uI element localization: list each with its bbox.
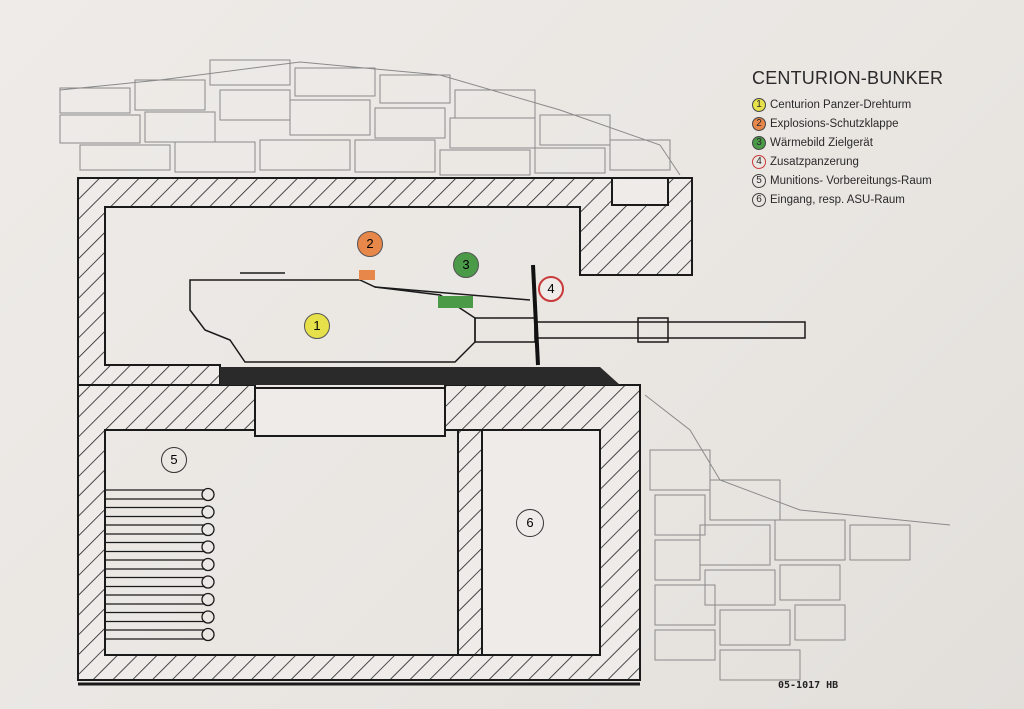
- rock-layer-right: [644, 394, 951, 681]
- bunker-walls: [77, 177, 693, 686]
- marker-6: 6: [516, 509, 544, 537]
- legend-label: Wärmebild Zielgerät: [770, 136, 873, 149]
- diagram-title: CENTURION-BUNKER: [752, 68, 944, 88]
- legend: CENTURION-BUNKER 1 Centurion Panzer-Dreht…: [752, 68, 943, 209]
- legend-item: 2 Explosions-Schutzklappe: [752, 114, 943, 133]
- rock-layer-top: [59, 59, 681, 176]
- legend-label: Munitions- Vorbereitungs-Raum: [770, 174, 932, 187]
- ammo-round: [201, 505, 215, 519]
- marker-1: 1: [304, 313, 330, 339]
- legend-item: 3 Wärmebild Zielgerät: [752, 133, 943, 152]
- legend-label: Eingang, resp. ASU-Raum: [770, 193, 905, 206]
- legend-label: Zusatzpanzerung: [770, 155, 859, 168]
- legend-item: 5 Munitions- Vorbereitungs-Raum: [752, 171, 943, 190]
- ammo-round: [201, 487, 215, 502]
- thermal-sight: [438, 296, 473, 308]
- legend-number: 6: [752, 192, 766, 207]
- marker-5: 5: [161, 447, 187, 473]
- ammo-round: [201, 575, 215, 589]
- legend-number: 1: [752, 97, 766, 112]
- legend-label: Centurion Panzer-Drehturm: [770, 98, 912, 111]
- turret: [189, 272, 806, 363]
- legend-item: 1 Centurion Panzer-Drehturm: [752, 95, 943, 114]
- signature: 05-1017 HB: [778, 680, 839, 691]
- legend-label: Explosions-Schutzklappe: [770, 117, 899, 130]
- turret-floor-slab: [220, 367, 620, 385]
- marker-3: 3: [453, 252, 479, 278]
- marker-4: 4: [538, 276, 564, 302]
- legend-number: 2: [752, 116, 766, 131]
- add-on-armor-plate: [531, 264, 540, 366]
- ammo-round: [201, 557, 215, 572]
- ammo-round: [201, 592, 215, 607]
- blast-hatch: [359, 270, 375, 280]
- legend-number: 5: [752, 173, 766, 188]
- ammo-round: [201, 610, 215, 624]
- ammo-round: [201, 522, 215, 537]
- legend-number: 3: [752, 135, 766, 150]
- ammo-rack: [105, 487, 215, 642]
- marker-2: 2: [357, 231, 383, 257]
- ammo-round: [201, 627, 215, 642]
- legend-number: 4: [752, 154, 766, 169]
- legend-item: 4 Zusatzpanzerung: [752, 152, 943, 171]
- ammo-round: [201, 540, 215, 554]
- legend-item: 6 Eingang, resp. ASU-Raum: [752, 190, 943, 209]
